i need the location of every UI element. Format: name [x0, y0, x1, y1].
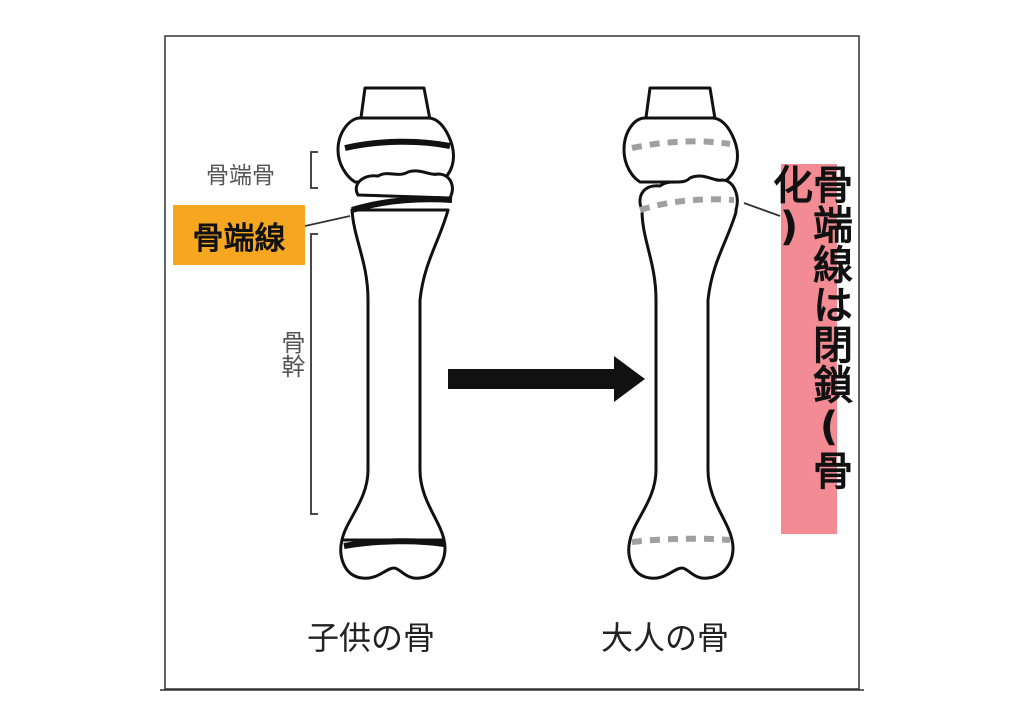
child-distal-epiphysis	[339, 538, 447, 580]
adult-bone	[622, 86, 739, 580]
child-growth-line	[351, 196, 453, 213]
child-bone	[336, 86, 455, 580]
epiphysis-bracket	[310, 151, 318, 189]
child-bone-caption: 子供の骨	[307, 619, 436, 657]
growth-plate-label: 骨端線	[173, 205, 305, 265]
diaphysis-bracket	[310, 233, 318, 515]
child-upper-growth-line	[344, 138, 451, 151]
child-upper-epiphysis	[336, 116, 455, 184]
right-arrow-icon	[448, 356, 645, 402]
growth-plate-label-text: 骨端線	[192, 220, 286, 257]
diaphysis-label: 骨幹	[277, 330, 305, 378]
adult-upper-bone-end	[622, 116, 739, 184]
child-proximal-epiphysis	[354, 169, 454, 200]
child-distal-growth-line	[343, 538, 445, 549]
closed-ossified-label: 骨端線は閉鎖(骨化)	[766, 164, 852, 534]
growth-line-leader	[304, 215, 351, 227]
closed-ossified-label-text: 骨端線は閉鎖(骨化)	[766, 164, 852, 490]
adult-closed-line	[639, 196, 735, 213]
adult-upper-closed-line	[631, 138, 731, 151]
diagram-frame	[164, 35, 860, 690]
epiphysis-label: 骨端骨	[206, 163, 275, 189]
closed-line-leader	[743, 202, 781, 217]
adult-femur	[627, 174, 739, 580]
child-diaphysis	[340, 208, 450, 542]
adult-bone-caption: 大人の骨	[601, 619, 730, 657]
